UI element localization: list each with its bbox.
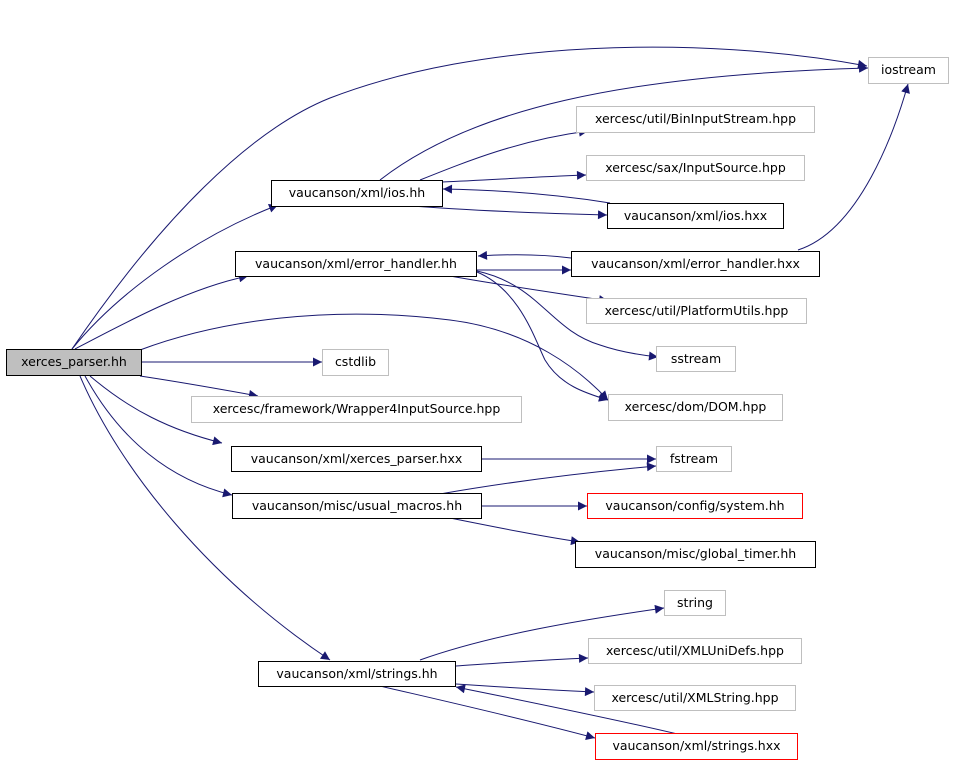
edge-error-handler-hh-dom: [476, 271, 609, 402]
edge-error-handler-hh-sstream: [476, 270, 659, 361]
edge-root-wrapper4: [139, 375, 259, 399]
edge-ios-hh-iostream: [379, 63, 869, 181]
edge-error-handler-hxx-iostream: [797, 83, 910, 251]
node-error-handler-hxx[interactable]: vaucanson/xml/error_handler.hxx: [571, 251, 820, 277]
edge-strings-hh-xmlstring: [455, 683, 595, 697]
node-wrapper4inputsource[interactable]: xercesc/framework/Wrapper4InputSource.hp…: [191, 396, 522, 423]
node-usual-macros[interactable]: vaucanson/misc/usual_macros.hh: [232, 493, 482, 519]
edge-strings-hxx-strings-hh: [455, 684, 691, 738]
node-xmlstring[interactable]: xercesc/util/XMLString.hpp: [594, 685, 796, 711]
node-ios-hh[interactable]: vaucanson/xml/ios.hh: [271, 180, 443, 207]
node-fstream[interactable]: fstream: [656, 446, 732, 472]
node-strings-hxx[interactable]: vaucanson/xml/strings.hxx: [595, 733, 798, 760]
edge-root-dom: [139, 313, 609, 401]
edge-ios-hxx-ios-hh: [442, 184, 611, 204]
edge-ios-hh-bininputstream: [419, 127, 589, 181]
node-config-system[interactable]: vaucanson/config/system.hh: [587, 493, 803, 519]
node-sstream[interactable]: sstream: [656, 346, 736, 372]
node-dom[interactable]: xercesc/dom/DOM.hpp: [608, 394, 783, 421]
node-xerces-parser-hxx[interactable]: vaucanson/xml/xerces_parser.hxx: [231, 446, 482, 472]
node-string[interactable]: string: [664, 590, 726, 616]
node-strings-hh[interactable]: vaucanson/xml/strings.hh: [258, 661, 456, 687]
edge-strings-hh-strings-hxx: [379, 685, 596, 741]
node-inputsource[interactable]: xercesc/sax/InputSource.hpp: [586, 155, 805, 181]
edge-strings-hh-xmlunidefs: [455, 653, 589, 667]
node-global-timer[interactable]: vaucanson/misc/global_timer.hh: [575, 541, 816, 568]
edge-error-handler-hh-platformutils: [449, 275, 609, 305]
edge-usual-macros-fstream: [439, 462, 657, 495]
node-error-handler-hh[interactable]: vaucanson/xml/error_handler.hh: [235, 251, 477, 277]
edge-strings-hh-string: [419, 604, 665, 661]
edge-root-usual-macros: [84, 375, 233, 498]
node-xmlunidefs[interactable]: xercesc/util/XMLUniDefs.hpp: [588, 638, 802, 664]
edge-root-iostream: [71, 46, 868, 350]
node-iostream[interactable]: iostream: [868, 57, 949, 84]
node-ios-hxx[interactable]: vaucanson/xml/ios.hxx: [607, 203, 784, 229]
node-bininputstream[interactable]: xercesc/util/BinInputStream.hpp: [576, 106, 815, 133]
node-xerces-parser-hh[interactable]: xerces_parser.hh: [6, 349, 142, 376]
node-platformutils[interactable]: xercesc/util/PlatformUtils.hpp: [586, 298, 807, 324]
edge-root-xerces-parser-hxx: [89, 375, 223, 446]
edge-usual-macros-global-timer: [449, 517, 581, 546]
edge-root-error-handler-hh: [74, 273, 249, 350]
edge-root-ios-hh: [71, 204, 279, 350]
edge-root-strings-hh: [79, 375, 331, 661]
edge-error-handler-hxx-hh: [477, 250, 572, 260]
node-cstdlib[interactable]: cstdlib: [322, 349, 389, 376]
edge-ios-hh-inputsource: [441, 170, 587, 183]
